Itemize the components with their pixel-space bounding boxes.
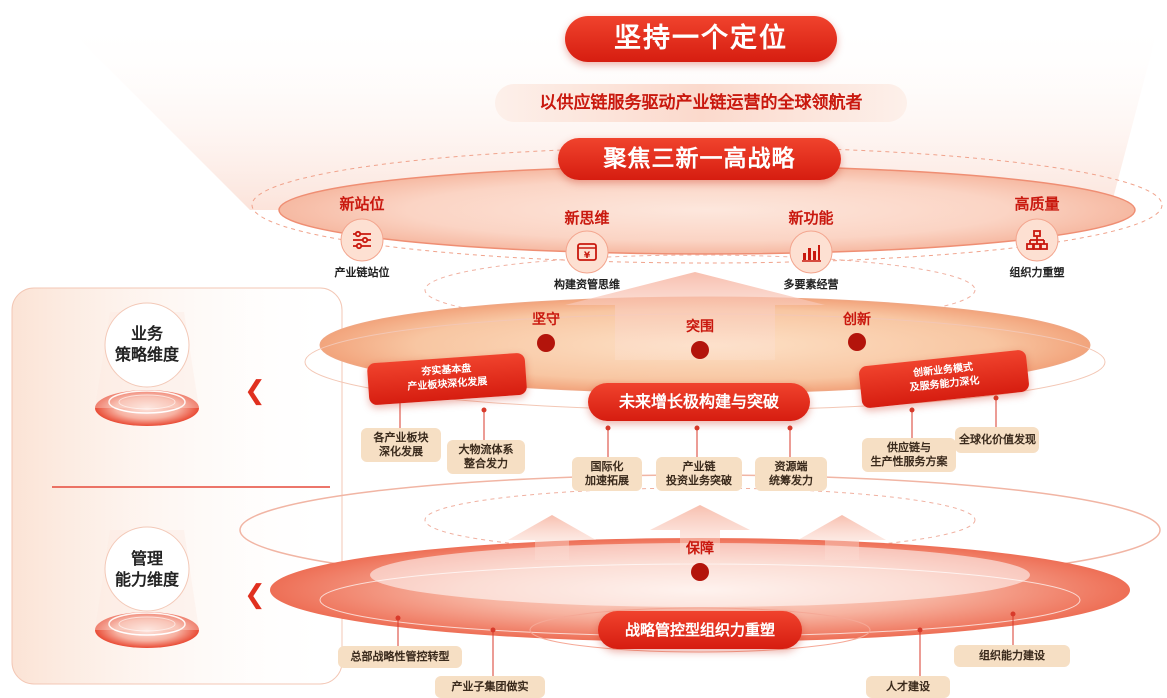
business-tag-1: 各产业板块 深化发展 bbox=[361, 428, 441, 462]
management-tag-2: 产业子集团做实 bbox=[435, 676, 545, 698]
management-banner: 战略管控型组织力重塑 bbox=[598, 611, 802, 649]
pillar-sub-2: 构建资管思维 bbox=[554, 278, 620, 291]
action-label-2: 突围 bbox=[686, 319, 714, 335]
management-tag-3: 人才建设 bbox=[866, 676, 950, 698]
sliders-icon bbox=[353, 230, 371, 250]
bar-chart-icon bbox=[802, 245, 821, 262]
main-title: 坚持一个定位 bbox=[565, 16, 837, 62]
pillar-head-3: 新功能 bbox=[788, 209, 834, 227]
pillar-sub-1: 产业链站位 bbox=[334, 266, 390, 279]
business-tag-1-line1: 各产业板块 bbox=[373, 431, 429, 444]
business-tag-4-line2: 投资业务突破 bbox=[666, 474, 732, 487]
business-tag-2-line2: 整合发力 bbox=[464, 457, 508, 470]
business-tag-5-line1: 资源端 bbox=[774, 460, 808, 473]
business-tag-3-line2: 加速拓展 bbox=[585, 474, 629, 487]
business-tag-7: 全球化价值发现 bbox=[955, 427, 1039, 453]
business-dimension-line2: 策略维度 bbox=[114, 345, 179, 364]
business-tag-5: 资源端 统筹发力 bbox=[755, 457, 827, 491]
management-tag-1: 总部战略性管控转型 bbox=[338, 646, 462, 668]
pillar-sub-4: 组织力重塑 bbox=[1009, 266, 1065, 279]
pillar-head-1: 新站位 bbox=[339, 195, 385, 213]
business-dimension-line1: 业务 bbox=[130, 324, 163, 343]
business-tag-3: 国际化 加速拓展 bbox=[572, 457, 642, 491]
pillar-head-4: 高质量 bbox=[1014, 195, 1060, 213]
chevron-left-icon: ❮ bbox=[244, 580, 266, 610]
business-tag-2: 大物流体系 整合发力 bbox=[447, 440, 525, 474]
yuan-calendar-icon: ¥ bbox=[577, 243, 597, 261]
business-tag-6: 供应链与 生产性服务方案 bbox=[862, 438, 956, 472]
business-tag-7-line1: 全球化价值发现 bbox=[959, 433, 1036, 446]
management-dimension-line1: 管理 bbox=[130, 549, 163, 568]
management-dimension-label: 管理 能力维度 bbox=[98, 548, 196, 590]
business-tag-2-line1: 大物流体系 bbox=[458, 443, 514, 456]
business-tag-3-line1: 国际化 bbox=[590, 460, 624, 473]
positioning-banner: 以供应链服务驱动产业链运营的全球领航者 bbox=[495, 84, 907, 122]
action-label-3: 创新 bbox=[843, 312, 871, 328]
business-dimension-label: 业务 策略维度 bbox=[98, 323, 196, 365]
strategy-title: 聚焦三新一高战略 bbox=[558, 138, 841, 180]
business-pedestal bbox=[95, 302, 199, 426]
business-tag-4-line1: 产业链 bbox=[682, 460, 716, 473]
growth-banner: 未来增长极构建与突破 bbox=[588, 383, 810, 421]
svg-text:¥: ¥ bbox=[584, 251, 591, 261]
pillar-sub-3: 多要素经营 bbox=[783, 278, 839, 291]
chevron-left-icon: ❮ bbox=[244, 376, 266, 406]
action-label-1: 坚守 bbox=[532, 312, 560, 328]
business-tag-6-line1: 供应链与 bbox=[887, 441, 931, 454]
business-tag-1-line2: 深化发展 bbox=[379, 445, 423, 458]
business-tag-5-line2: 统筹发力 bbox=[769, 474, 813, 487]
business-tag-6-line2: 生产性服务方案 bbox=[870, 455, 948, 468]
management-pedestal bbox=[95, 526, 199, 648]
pillar-head-2: 新思维 bbox=[564, 209, 610, 227]
guarantee-label: 保障 bbox=[686, 541, 714, 557]
org-chart-icon bbox=[1026, 230, 1048, 250]
management-tag-4: 组织能力建设 bbox=[954, 645, 1070, 667]
management-dimension-line2: 能力维度 bbox=[114, 570, 179, 589]
business-tag-4: 产业链 投资业务突破 bbox=[656, 457, 742, 491]
